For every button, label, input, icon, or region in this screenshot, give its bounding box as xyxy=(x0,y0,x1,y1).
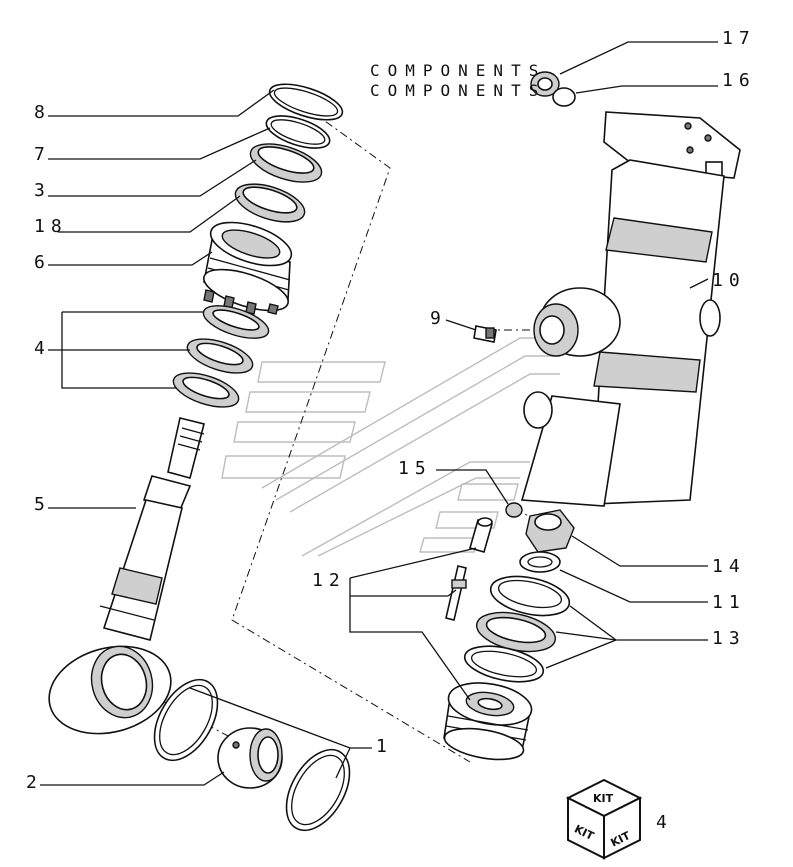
callout-8: 8 xyxy=(34,102,51,123)
components-heading-2: COMPONENTS xyxy=(370,81,546,100)
part-8-ring xyxy=(268,83,344,121)
kit-cube-icon: KIT KIT KIT xyxy=(565,778,643,860)
callout-2: 2 xyxy=(26,772,43,793)
components-heading-1: COMPONENTS xyxy=(370,61,546,80)
part-12-valve xyxy=(445,517,493,621)
kit-reference-number: 4 xyxy=(656,812,673,833)
callout-16: 16 xyxy=(722,70,756,91)
callout-14: 14 xyxy=(712,556,746,577)
part-15-plug xyxy=(505,502,523,518)
callout-11: 11 xyxy=(712,592,746,613)
part-1-circlips xyxy=(153,678,351,832)
part-10-cylinder-barrel xyxy=(520,111,741,507)
callout-7: 7 xyxy=(34,144,51,165)
part-2-spherical-bearing xyxy=(217,727,283,789)
callout-17: 17 xyxy=(722,28,756,49)
part-13-seal-set xyxy=(463,575,571,683)
callout-18: 18 xyxy=(34,216,68,237)
callout-4: 4 xyxy=(34,338,51,359)
part-7-ring xyxy=(265,115,331,149)
callout-3: 3 xyxy=(34,180,51,201)
callout-10: 10 xyxy=(712,270,746,291)
callout-9: 9 xyxy=(430,308,447,329)
callout-6: 6 xyxy=(34,252,51,273)
watermark-logo xyxy=(221,337,560,557)
callout-13: 13 xyxy=(712,628,746,649)
piston xyxy=(443,682,533,761)
callout-5: 5 xyxy=(34,494,51,515)
part-3-seal xyxy=(249,143,323,183)
part-11-washer xyxy=(519,551,561,573)
kit-label-top: KIT xyxy=(593,792,614,805)
part-4-seal-set xyxy=(172,305,270,408)
part-5-piston-rod xyxy=(48,417,205,735)
part-16-washer xyxy=(552,87,576,107)
callout-15: 15 xyxy=(398,458,432,479)
leader-lines xyxy=(40,41,718,786)
part-6-gland xyxy=(203,221,293,315)
part-9-grease-nipple xyxy=(473,325,497,343)
callout-1: 1 xyxy=(376,736,393,757)
part-18-seal xyxy=(234,183,306,223)
part-17-nut xyxy=(530,71,560,97)
part-14-nut xyxy=(525,509,575,553)
callout-12: 12 xyxy=(312,570,346,591)
